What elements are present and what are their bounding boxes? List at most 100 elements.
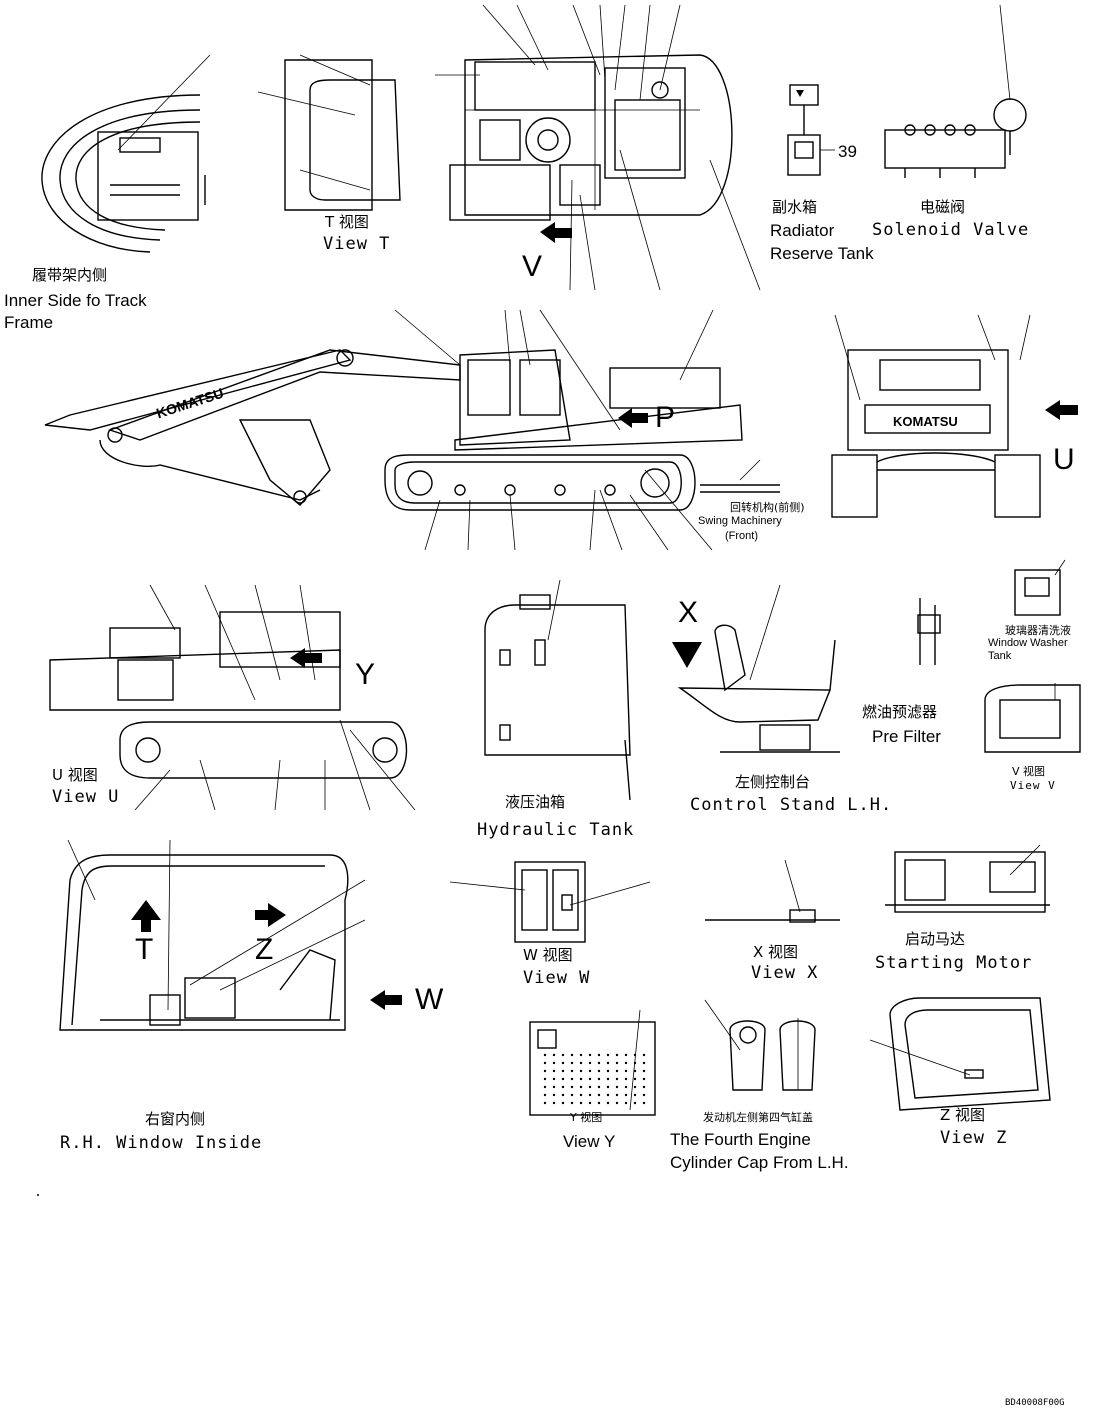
view-y-dot [606,1077,610,1081]
view-y-dot [624,1053,628,1057]
view-v-cn-label: V 视图 [1012,765,1046,778]
view-y-dot [624,1061,628,1065]
view-y-dot [579,1053,583,1057]
view-y-dot [615,1061,619,1065]
marker-y: Y [355,658,376,691]
track-frame-en-label-1: Inner Side fo Track [4,291,147,310]
window-washer-drawing [917,559,1066,665]
view-y-dot [552,1085,556,1089]
view-y-dot [561,1069,565,1073]
view-y-dot [552,1101,556,1105]
engine-cap-cn-label: 发动机左侧第四气缸盖 [703,1111,813,1124]
view-y-dot [642,1061,646,1065]
view-y-dot [543,1061,547,1065]
control-stand-cn-label: 左侧控制台 [735,773,811,791]
view-y-dot [561,1093,565,1097]
view-y-dot [543,1069,547,1073]
view-y-dot [597,1093,601,1097]
view-y-dot [633,1093,637,1097]
radiator-en-label-2: Reserve Tank [770,244,874,263]
view-t-en-label: View T [323,234,391,254]
view-u-cn-label: U 视图 [52,766,98,784]
view-y-dot [561,1077,565,1081]
view-y-dot [597,1085,601,1089]
view-y-dot [543,1053,547,1057]
view-v-drawing [984,683,1081,753]
view-y-dot [642,1093,646,1097]
solenoid-en-label: Solenoid Valve [872,220,1030,240]
view-x-drawing [705,859,840,923]
engine-cap-en-label-1: The Fourth Engine [670,1130,811,1149]
view-y-dot [588,1069,592,1073]
view-y-dot [579,1077,583,1081]
view-x-en-label: View X [751,963,819,983]
view-y-dot [606,1085,610,1089]
view-y-dot [579,1101,583,1105]
starting-motor-cn-label: 启动马达 [905,930,966,948]
marker-x: X [678,596,699,629]
marker-p: P [655,401,676,434]
view-y-dot [543,1093,547,1097]
view-y-dot [642,1069,646,1073]
excavator-side-drawing [44,309,743,551]
view-y-dot [633,1101,637,1105]
view-y-dot [552,1061,556,1065]
view-y-dot [579,1085,583,1089]
view-y-dot [588,1077,592,1081]
view-w-drawing [449,861,651,943]
view-y-dot [633,1077,637,1081]
window-inside-cn-label: 右窗内侧 [145,1110,206,1128]
view-y-dot [570,1069,574,1073]
view-y-dot [624,1085,628,1089]
view-y-dot [624,1093,628,1097]
rear-view-drawing [831,314,1078,518]
solenoid-drawing [884,4,1027,178]
marker-t: T [135,933,154,966]
view-y-dot [633,1069,637,1073]
view-y-dot [606,1053,610,1057]
brand-label-rear: KOMATSU [893,414,958,429]
track-frame-drawing [41,54,211,253]
window-washer-cn-label: 玻璃器清洗液 [1005,624,1071,637]
radiator-part-number: 39 [838,142,857,161]
view-y-cn-label: Y 视图 [570,1111,603,1124]
view-y-dot [579,1093,583,1097]
view-y-dot [606,1093,610,1097]
view-y-dot [570,1085,574,1089]
radiator-en-label-1: Radiator [770,221,835,240]
pre-filter-cn-label: 燃油预滤器 [862,703,938,721]
view-y-dot [588,1061,592,1065]
view-y-dot [597,1101,601,1105]
view-y-dot [588,1053,592,1057]
engine-cap-en-label-2: Cylinder Cap From L.H. [670,1153,849,1172]
window-washer-en-label-1: Window Washer [988,637,1068,649]
pre-filter-en-label: Pre Filter [872,727,941,746]
view-x-cn-label: X 视图 [753,943,799,961]
view-y-dot [624,1077,628,1081]
view-y-dot [597,1053,601,1057]
view-y-dot [561,1053,565,1057]
view-y-dot [561,1101,565,1105]
view-y-dot [588,1093,592,1097]
view-y-dot [624,1069,628,1073]
view-y-dot [624,1101,628,1105]
view-y-dot [615,1093,619,1097]
window-washer-en-label-2: Tank [988,650,1012,662]
view-y-dot [552,1053,556,1057]
top-view-drawing [435,4,761,291]
hydraulic-tank-en-label: Hydraulic Tank [477,820,635,840]
view-y-dot [561,1061,565,1065]
track-frame-cn-label: 履带架内侧 [32,266,108,284]
starting-motor-drawing [885,844,1050,913]
view-z-en-label: View Z [940,1128,1008,1148]
control-stand-en-label: Control Stand L.H. [690,795,893,815]
marker-v: V [522,250,543,283]
control-stand-drawing [672,584,840,753]
view-y-dot [642,1053,646,1057]
view-y-dot [633,1085,637,1089]
view-y-dot [597,1069,601,1073]
starting-motor-en-label: Starting Motor [875,953,1033,973]
view-y-dot [588,1101,592,1105]
view-y-dot [588,1085,592,1089]
hydraulic-tank-drawing [484,579,631,801]
